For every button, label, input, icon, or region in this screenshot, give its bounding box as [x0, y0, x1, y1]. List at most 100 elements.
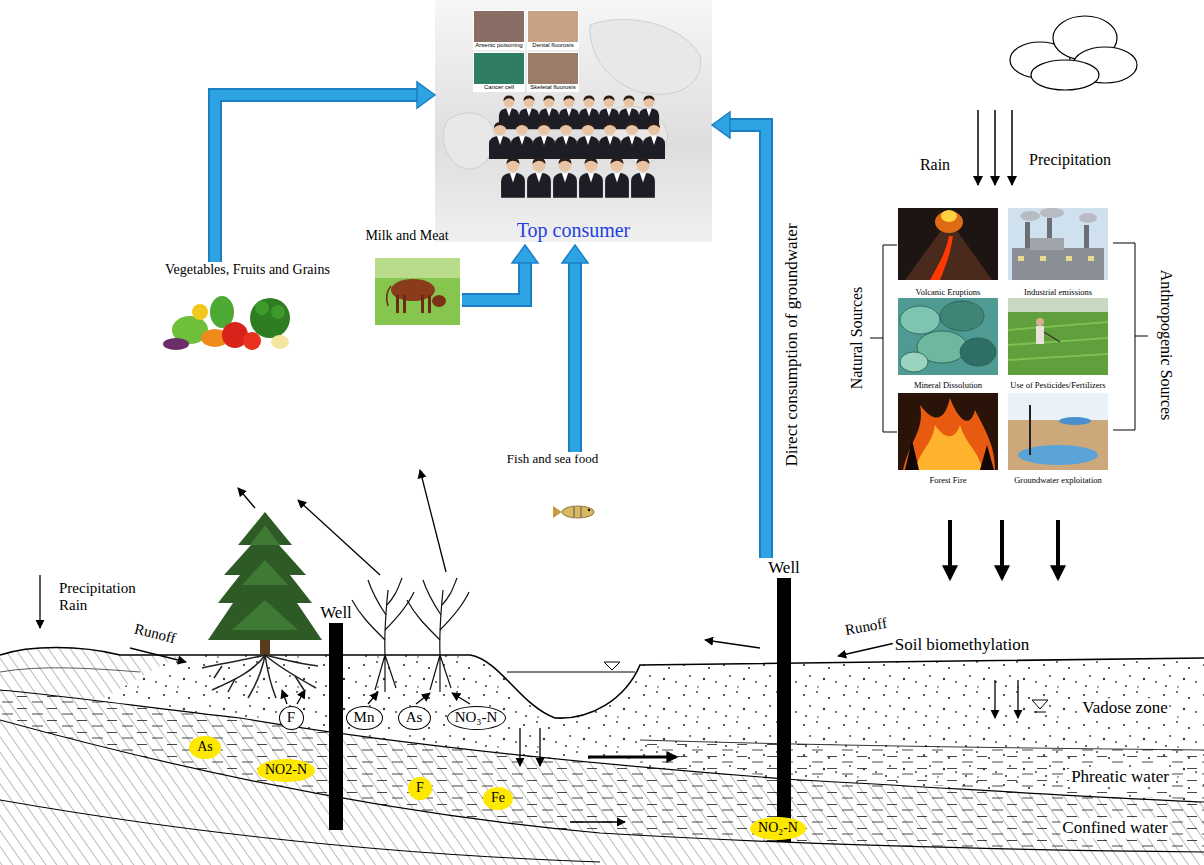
- cow-picture: [428, 295, 431, 313]
- ground-section: [0, 648, 1204, 865]
- volcano-photo: [898, 208, 998, 280]
- vegetables-picture: [192, 304, 208, 320]
- label-holder: Phreatic water: [1069, 767, 1171, 787]
- node-text: As: [197, 739, 213, 755]
- rain-arrows: [994, 110, 996, 185]
- crop-plants: [352, 578, 469, 692]
- vegetables-picture: [271, 305, 285, 319]
- node-text: Groundwater exploitation: [1014, 476, 1102, 486]
- industry-photo: [1079, 213, 1097, 223]
- node-text: Mineral Dissolution: [914, 381, 982, 391]
- label-holder: Confined water: [1060, 818, 1169, 838]
- ground-section: [0, 800, 600, 862]
- uptake-arrows: [130, 648, 186, 662]
- zone-label: Precipitation Rain: [57, 580, 138, 615]
- node-text: Industrial emissions: [1024, 288, 1092, 298]
- farming-photo: [1044, 332, 1060, 342]
- ion-oval: NO2-N: [257, 759, 315, 782]
- vegetables-picture: [255, 301, 269, 315]
- mineral-photo: [960, 338, 996, 366]
- ion-circle: F: [279, 706, 304, 730]
- node-text: Volcanic Eruptions: [916, 288, 981, 298]
- ion-oval: F: [408, 777, 432, 800]
- source-brackets: [870, 243, 1148, 432]
- label-holder: Rain: [918, 156, 952, 174]
- mineral-photo: [940, 301, 984, 331]
- ion-oval: Fe: [483, 787, 513, 810]
- node-text: NO₃-N: [455, 709, 498, 726]
- uptake-arrows: [519, 728, 520, 766]
- crop-plants: [375, 655, 396, 692]
- cow-picture: [403, 295, 406, 313]
- pine-tree: [202, 655, 265, 668]
- node-text: Dental fluorosis: [528, 42, 578, 49]
- uptake-arrows: [238, 488, 255, 508]
- uptake-arrows: [420, 470, 446, 572]
- flow-arrow: [462, 245, 538, 300]
- pine-tree: [202, 512, 322, 698]
- ground-section: [0, 668, 140, 672]
- well-pipe: [329, 623, 343, 830]
- ground-section: [0, 720, 1204, 852]
- flow-arrow: [588, 756, 676, 759]
- groundwater-photo: [1008, 420, 1108, 470]
- node-text: F: [416, 780, 424, 796]
- zone-label: Anthropogenic Sources: [1157, 268, 1175, 423]
- pine-tree: [214, 666, 304, 692]
- crop-plants: [430, 655, 451, 692]
- zone-label: Soil biomethylation: [893, 635, 1032, 655]
- groundwater-photo: [1059, 417, 1091, 425]
- input-arrows: [1056, 520, 1060, 578]
- node-text: Milk and Meat: [365, 228, 448, 244]
- node-text: Well: [768, 558, 800, 578]
- ground-section: [507, 672, 635, 673]
- pine-tree: [232, 525, 298, 630]
- node-text: Vegetables, Fruits and Grains: [165, 262, 330, 278]
- mineral-photo: [898, 298, 998, 375]
- industry-photo: [1066, 256, 1072, 261]
- label-holder: Precipitation Rain: [57, 580, 138, 615]
- arrow-outline: [462, 261, 525, 300]
- groundwater-photo: [1029, 405, 1031, 455]
- label-holder: Natural Sources: [848, 285, 866, 392]
- consumer-panel: Top consumerArsenic poisoningDental fluo…: [435, 0, 712, 242]
- zone-label: Rain: [918, 156, 952, 174]
- pine-tree: [248, 655, 265, 698]
- ion-circle: Mn: [346, 706, 383, 730]
- uptake-arrows: [705, 640, 760, 648]
- node-text: Fish and sea food: [507, 452, 598, 467]
- consumer-picture: [553, 158, 577, 198]
- volcano-photo: [898, 208, 998, 280]
- ion-circle: NO₃-N: [447, 706, 506, 730]
- source-photo: Industrial emissions: [1008, 208, 1108, 298]
- consumer-picture: [590, 19, 701, 94]
- node-text: Cancer cell: [474, 84, 524, 91]
- disease-tile: Cancer cell: [473, 52, 525, 92]
- input-arrows: [948, 520, 952, 578]
- uptake-arrows: [297, 690, 305, 704]
- cow-picture: [375, 258, 460, 278]
- cow-picture: [432, 295, 446, 307]
- forest-fire-photo: [915, 425, 982, 470]
- node-text: Arsenic poisoning: [474, 42, 524, 49]
- consumer-picture: [579, 158, 603, 198]
- node-text: As: [406, 709, 423, 726]
- ground-section: [1034, 712, 1046, 713]
- ground-section: [640, 740, 1204, 750]
- food-picture: Fish and sea food: [495, 452, 610, 524]
- ion-oval: As: [189, 736, 221, 759]
- zone-label: Runoff: [130, 620, 179, 648]
- disease-tile: Skeletal fluorosis: [527, 52, 579, 92]
- uptake-arrows: [994, 680, 995, 718]
- fish-picture: [581, 507, 582, 517]
- disease-tile: Dental fluorosis: [527, 10, 579, 50]
- node-text: Skeletal fluorosis: [528, 84, 578, 91]
- well-symbol: Well: [760, 558, 808, 842]
- consumer-picture: [435, 0, 712, 242]
- forest-fire-photo: [898, 393, 998, 470]
- zone-label: Natural Sources: [848, 285, 866, 392]
- industry-photo: [1025, 222, 1030, 252]
- node-text: F: [287, 709, 295, 726]
- industry-photo: [1012, 248, 1104, 280]
